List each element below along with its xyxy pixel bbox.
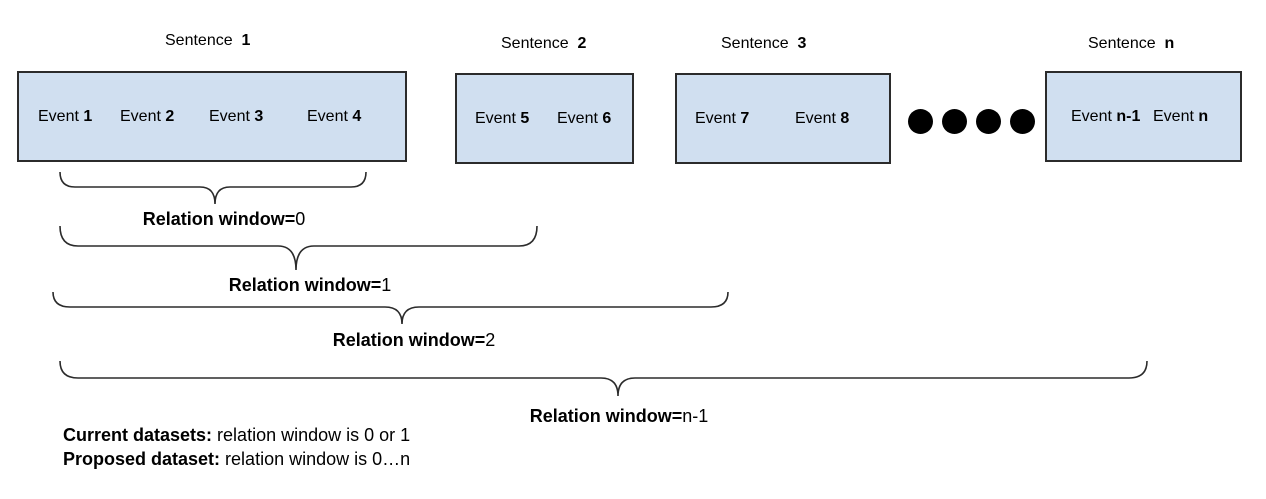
event-label: Event — [795, 110, 836, 127]
event-number: 6 — [602, 110, 612, 127]
ellipsis-dot-4 — [1010, 109, 1035, 134]
sentence-label: Sentence — [1088, 35, 1156, 52]
window-label-text: Relation window= — [332, 330, 486, 350]
sentence-1-box: Event 1 Event 2 Event 3 Event 4 — [17, 71, 407, 162]
sentence-label: Sentence — [721, 35, 789, 52]
event-label: Event — [38, 108, 79, 125]
event-number: 7 — [740, 110, 750, 127]
sentence-2-box: Event 5 Event 6 — [455, 73, 634, 164]
event-label: Event — [209, 108, 250, 125]
window-label-text: Relation window= — [228, 275, 382, 295]
sentence-3-box: Event 7 Event 8 — [675, 73, 891, 164]
event-1: Event 1 — [38, 108, 92, 126]
window-label-text: Relation window= — [529, 406, 683, 426]
window-value: n-1 — [682, 406, 709, 426]
note-current-datasets: Current datasets: relation window is 0 o… — [63, 425, 410, 446]
event-number: 8 — [840, 110, 850, 127]
event-2: Event 2 — [120, 108, 174, 126]
sentence-label: Sentence — [165, 32, 233, 49]
event-n-minus-1: Event n-1 — [1071, 108, 1140, 126]
sentence-n-title: Sentence n — [1088, 35, 1174, 53]
event-8: Event 8 — [795, 110, 849, 128]
sentence-number: 2 — [577, 35, 587, 52]
window-value: 2 — [485, 330, 496, 350]
event-number: n — [1198, 108, 1209, 125]
brace-window-2 — [52, 291, 729, 325]
note-text: relation window is 0…n — [220, 449, 411, 469]
ellipsis-dot-2 — [942, 109, 967, 134]
event-label: Event — [1071, 108, 1112, 125]
event-label: Event — [475, 110, 516, 127]
sentence-2-title: Sentence 2 — [501, 35, 586, 53]
event-label: Event — [1153, 108, 1194, 125]
event-number: 4 — [352, 108, 362, 125]
window-1-label: Relation window=1 — [229, 275, 392, 296]
brace-window-0 — [59, 171, 367, 205]
note-label: Proposed dataset: — [63, 449, 221, 469]
window-label-text: Relation window= — [142, 209, 296, 229]
sentence-number: 3 — [797, 35, 807, 52]
event-6: Event 6 — [557, 110, 611, 128]
sentence-n-box: Event n-1 Event n — [1045, 71, 1242, 162]
ellipsis-dot-3 — [976, 109, 1001, 134]
note-text: relation window is 0 or 1 — [212, 425, 411, 445]
event-number: 1 — [83, 108, 93, 125]
event-number: n-1 — [1116, 108, 1141, 125]
note-label: Current datasets: — [63, 425, 213, 445]
window-value: 0 — [295, 209, 306, 229]
window-n-1-label: Relation window=n-1 — [530, 406, 709, 427]
window-value: 1 — [381, 275, 392, 295]
window-2-label: Relation window=2 — [333, 330, 496, 351]
event-4: Event 4 — [307, 108, 361, 126]
event-label: Event — [695, 110, 736, 127]
event-label: Event — [557, 110, 598, 127]
sentence-1-title: Sentence 1 — [165, 32, 250, 50]
ellipsis-dot-1 — [908, 109, 933, 134]
sentence-number: n — [1164, 35, 1175, 52]
sentence-3-title: Sentence 3 — [721, 35, 806, 53]
event-number: 2 — [165, 108, 175, 125]
event-3: Event 3 — [209, 108, 263, 126]
note-proposed-dataset: Proposed dataset: relation window is 0…n — [63, 449, 410, 470]
brace-window-n-1 — [59, 360, 1148, 397]
event-5: Event 5 — [475, 110, 529, 128]
event-n: Event n — [1153, 108, 1208, 126]
sentence-label: Sentence — [501, 35, 569, 52]
event-number: 3 — [254, 108, 264, 125]
sentence-number: 1 — [241, 32, 251, 49]
event-label: Event — [307, 108, 348, 125]
brace-window-1 — [59, 225, 538, 271]
event-label: Event — [120, 108, 161, 125]
event-7: Event 7 — [695, 110, 749, 128]
window-0-label: Relation window=0 — [143, 209, 306, 230]
event-number: 5 — [520, 110, 530, 127]
